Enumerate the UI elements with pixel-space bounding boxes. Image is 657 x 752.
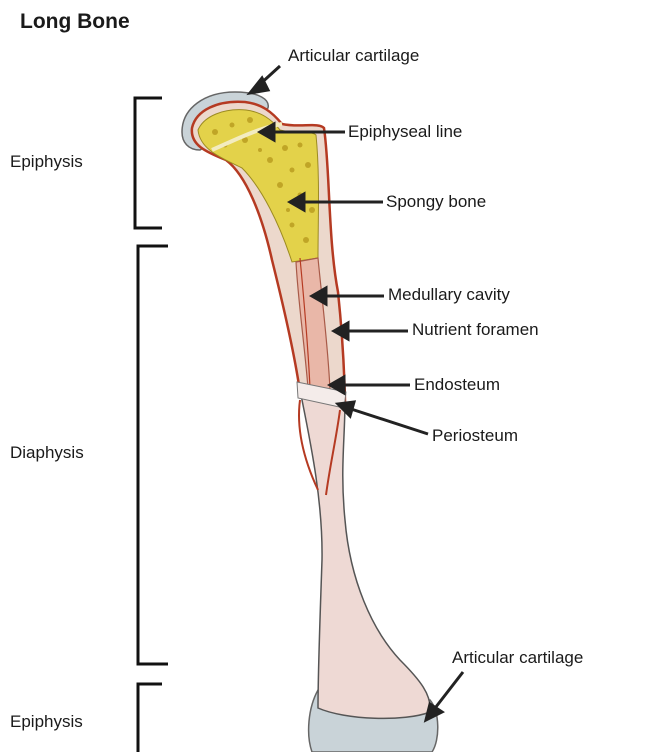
region-diaphysis: Diaphysis [10,443,84,463]
label-epiphyseal-line: Epiphyseal line [348,122,462,142]
region-epiphysis-bottom: Epiphysis [10,712,83,732]
label-periosteum: Periosteum [432,426,518,446]
bone-shaft [300,390,430,718]
label-nutrient-foramen: Nutrient foramen [412,320,539,340]
label-articular-cartilage-top: Articular cartilage [288,46,419,66]
label-endosteum: Endosteum [414,375,500,395]
diaphysis-bracket [138,246,168,664]
label-medullary-cavity: Medullary cavity [388,285,510,305]
label-articular-cartilage-bottom: Articular cartilage [452,648,583,668]
region-epiphysis-top: Epiphysis [10,152,83,172]
epiphysis-bottom-bracket [138,684,162,752]
epiphysis-top-bracket [135,98,162,228]
label-spongy-bone: Spongy bone [386,192,486,212]
